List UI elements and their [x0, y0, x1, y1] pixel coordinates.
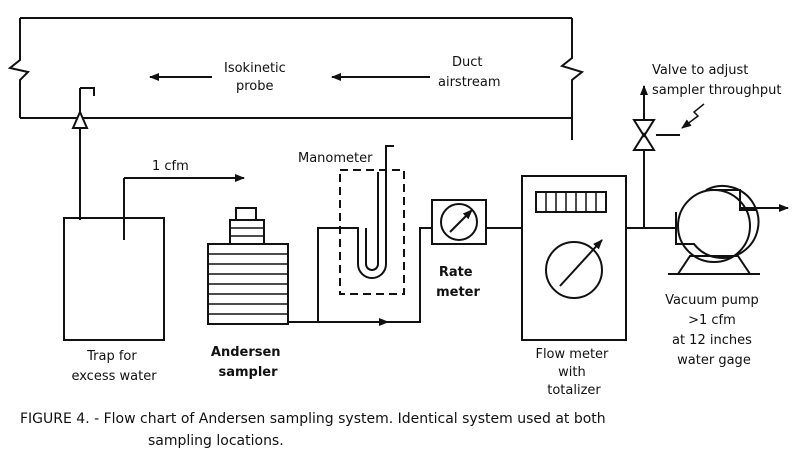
rate-meter-label: Rate meter: [436, 265, 480, 300]
trap-for-excess-water: 1 cfm Trap for excess water: [63, 159, 245, 384]
duct-break-right: [559, 18, 585, 140]
flow-diagram: Isokinetic probe Duct airstream 1 cfm Tr…: [7, 17, 789, 398]
trap-label: Trap for excess water: [71, 349, 157, 384]
rate-meter: Rate meter: [431, 199, 522, 300]
caption-line-2: sampling locations.: [148, 433, 284, 449]
duct-break-left: [7, 18, 30, 118]
flow-meter-with-totalizer: Flow meter with totalizer: [521, 175, 627, 398]
valve-label: Valve to adjust sampler throughput: [652, 63, 781, 98]
totalizer-counter: [535, 191, 607, 213]
andersen-sampler-label: Andersen sampler: [211, 345, 285, 380]
duct-airstream-label: Duct airstream: [438, 55, 500, 90]
valve: Valve to adjust sampler throughput: [632, 63, 781, 151]
flow-rate-label: 1 cfm: [152, 159, 189, 174]
figure-caption: FIGURE 4. - Flow chart of Andersen sampl…: [20, 408, 790, 452]
isokinetic-probe-label: Isokinetic probe: [224, 61, 290, 94]
andersen-sampler: Andersen sampler: [207, 207, 289, 380]
manometer: Manometer: [298, 145, 405, 322]
isokinetic-probe: [71, 87, 95, 220]
valve-pointer: [681, 103, 705, 129]
caption-line-1: FIGURE 4. - Flow chart of Andersen sampl…: [20, 411, 606, 427]
duct: Isokinetic probe Duct airstream: [7, 17, 585, 140]
flow-meter-label: Flow meter with totalizer: [535, 347, 612, 398]
vacuum-pump-label: Vacuum pump >1 cfm at 12 inches water ga…: [665, 293, 763, 368]
manometer-label: Manometer: [298, 151, 373, 166]
probe-triangle-icon: [71, 109, 89, 129]
sampler-outlet-pipe: [288, 227, 432, 323]
vacuum-pump: Vacuum pump >1 cfm at 12 inches water ga…: [665, 185, 789, 368]
